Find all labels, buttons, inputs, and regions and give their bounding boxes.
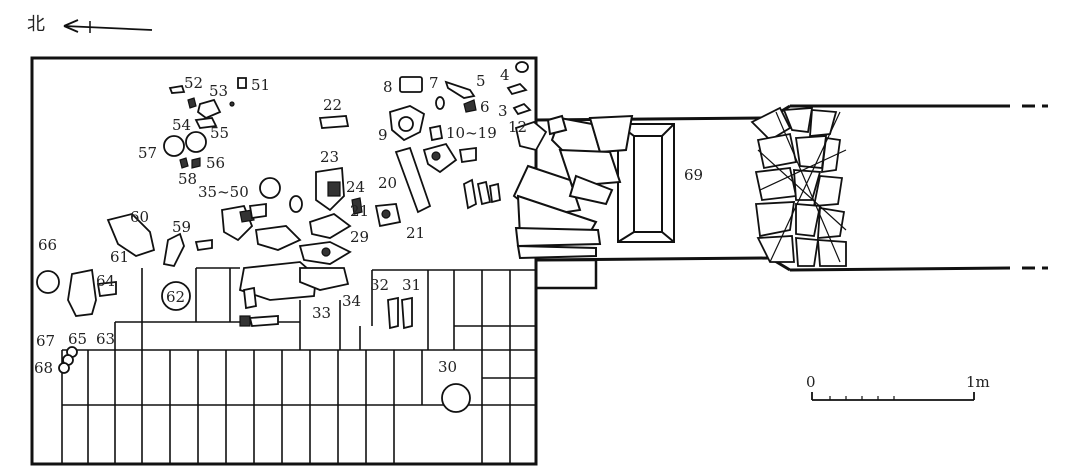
label-22: 22	[323, 96, 342, 114]
label-8: 8	[383, 78, 393, 96]
label-4: 4	[500, 66, 510, 84]
artifact-labels: 52 53 51 8 7 5 4 6 3 22 54 55 9 10~19 12…	[34, 66, 703, 377]
label-31: 31	[402, 276, 421, 294]
label-34: 34	[342, 292, 361, 310]
stone-blocking	[750, 106, 847, 267]
label-58: 58	[178, 170, 197, 188]
label-35-50: 35~50	[198, 183, 249, 201]
label-3: 3	[498, 102, 508, 120]
label-21a: 21	[350, 202, 369, 220]
label-33: 33	[312, 304, 331, 322]
label-67: 67	[36, 332, 55, 350]
label-68: 68	[34, 359, 53, 377]
structure-69	[512, 114, 675, 260]
label-5: 5	[476, 72, 486, 90]
label-62: 62	[166, 288, 185, 306]
label-51: 51	[251, 76, 270, 94]
label-9: 9	[378, 126, 388, 144]
label-63: 63	[96, 330, 115, 348]
label-60: 60	[130, 208, 149, 226]
label-32: 32	[370, 276, 389, 294]
north-label: 北	[27, 14, 45, 35]
label-66: 66	[38, 236, 57, 254]
label-20: 20	[378, 174, 397, 192]
label-57: 57	[138, 144, 157, 162]
artifact-8	[399, 76, 423, 93]
label-30: 30	[438, 358, 457, 376]
label-53: 53	[209, 82, 228, 100]
label-65: 65	[68, 330, 87, 348]
label-23: 23	[320, 148, 339, 166]
label-56: 56	[206, 154, 225, 172]
floor-grid	[61, 267, 536, 464]
label-61: 61	[110, 248, 129, 266]
label-29: 29	[350, 228, 369, 246]
scale-bar: 0 1m	[806, 373, 990, 401]
label-52: 52	[184, 74, 203, 92]
label-55: 55	[210, 124, 229, 142]
label-7: 7	[429, 74, 439, 92]
label-24: 24	[346, 178, 365, 196]
artifacts	[36, 61, 548, 413]
label-54: 54	[172, 116, 191, 134]
north-arrow: 北	[27, 14, 153, 35]
scale-start-label: 0	[806, 373, 816, 391]
label-6: 6	[480, 98, 490, 116]
label-21b: 21	[406, 224, 425, 242]
scale-end-label: 1m	[966, 373, 990, 391]
label-59: 59	[172, 218, 191, 236]
label-69: 69	[684, 166, 703, 184]
label-12: 12	[508, 118, 527, 136]
label-10-19: 10~19	[446, 124, 497, 142]
label-64: 64	[96, 272, 115, 290]
